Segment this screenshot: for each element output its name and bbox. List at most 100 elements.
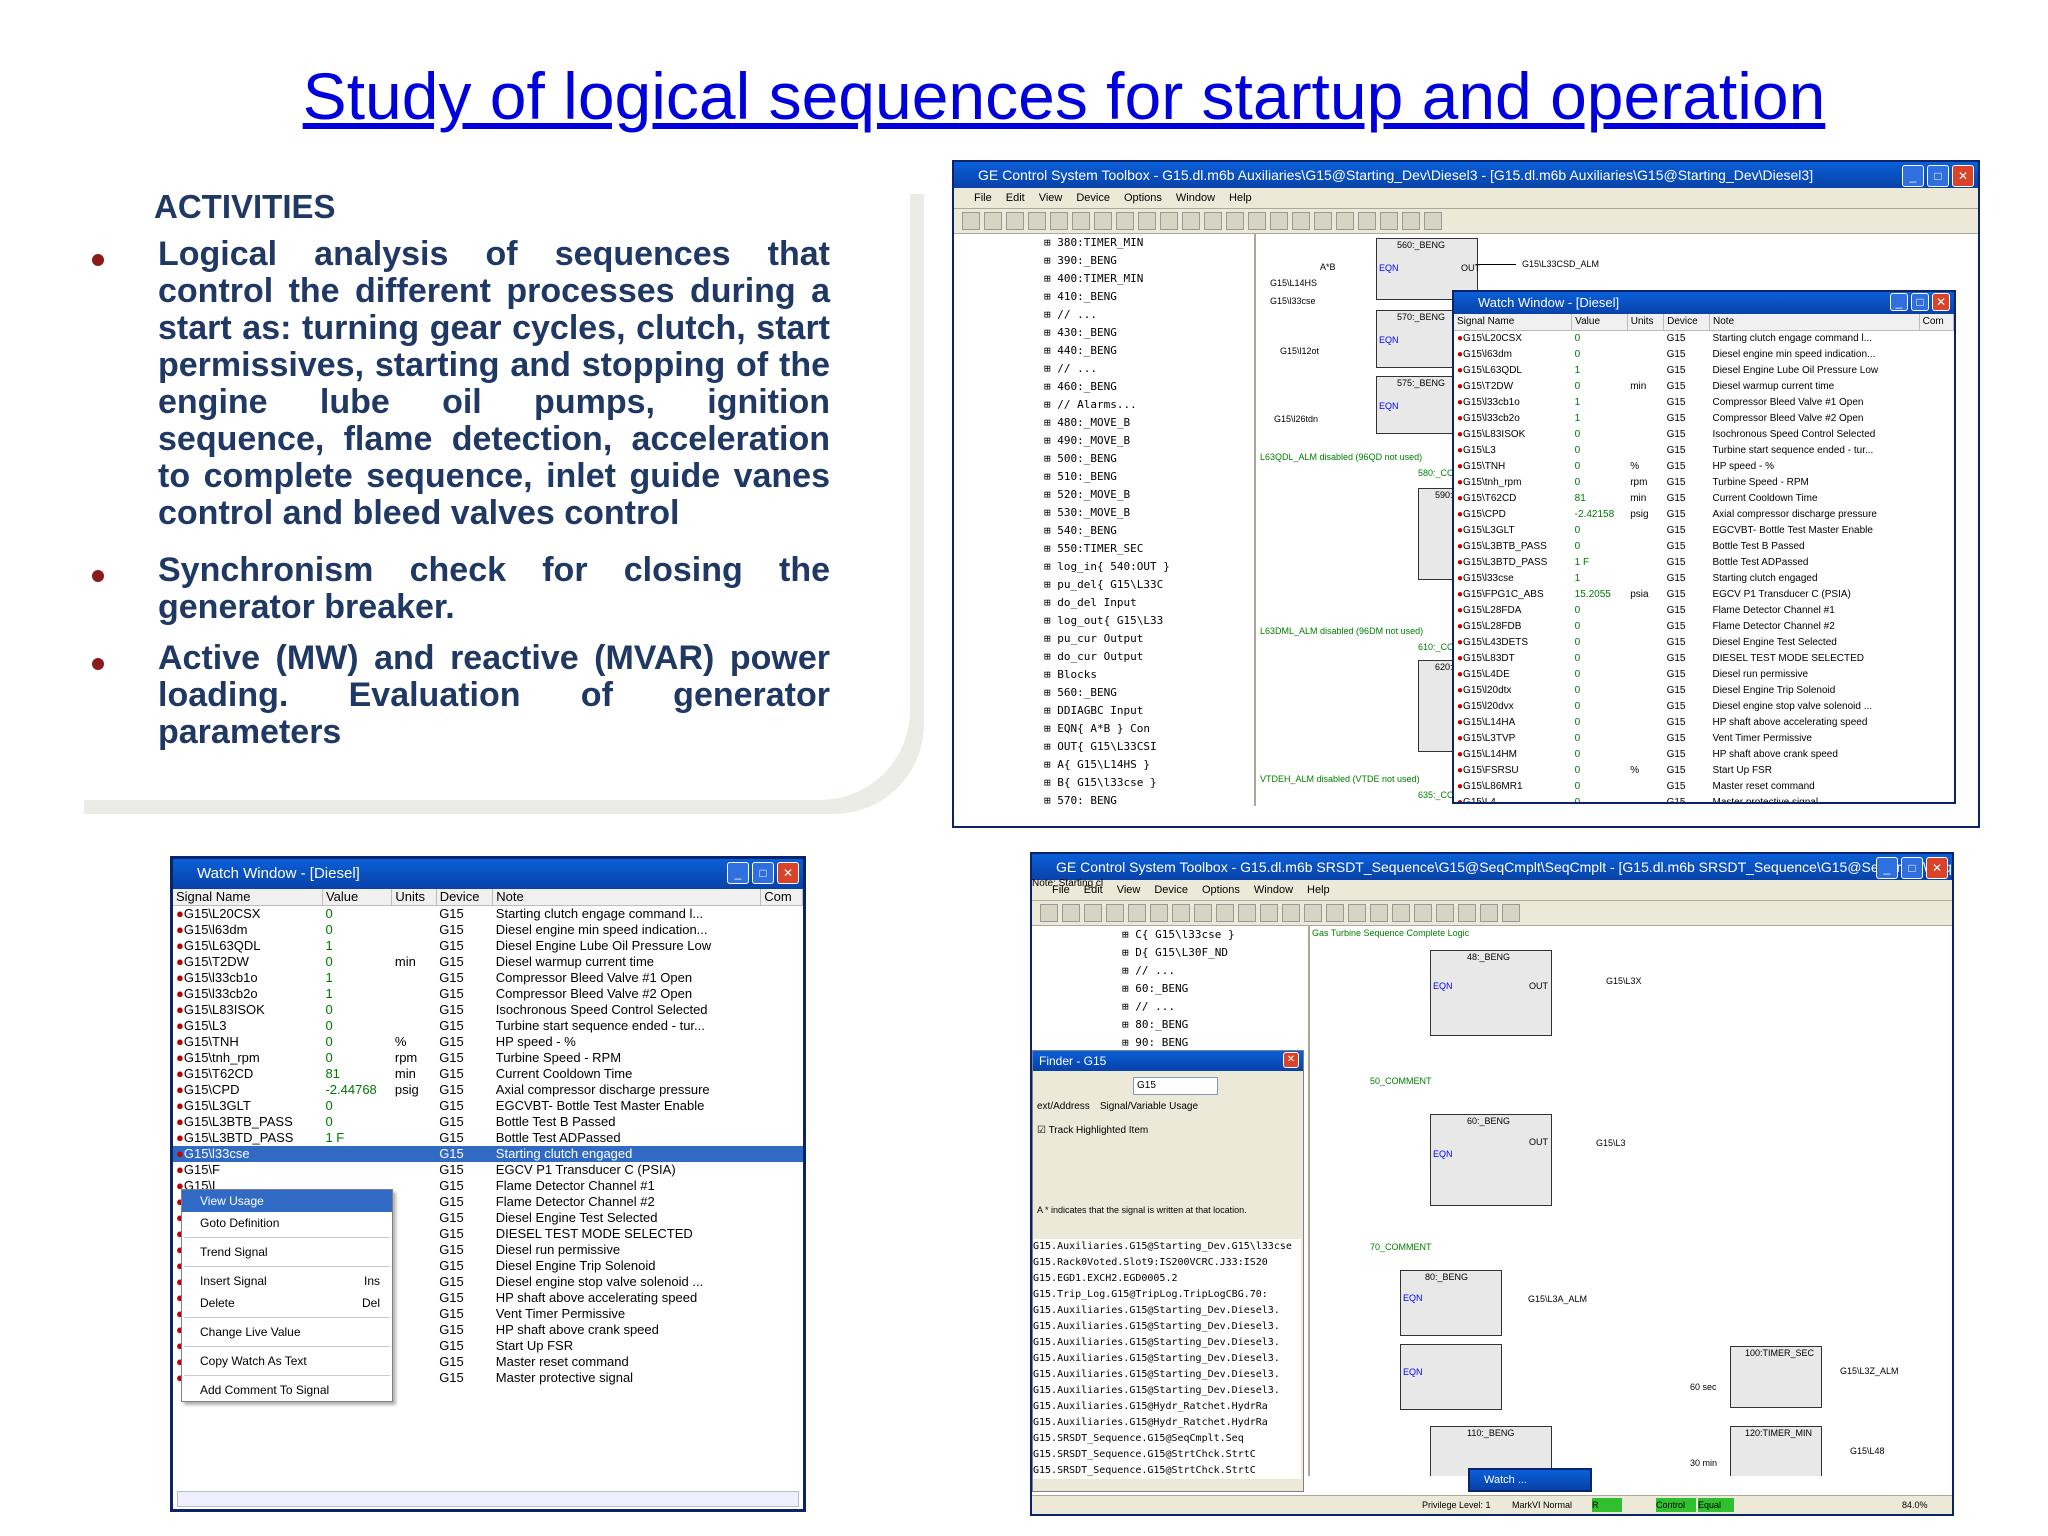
tree-item[interactable]: ⊞ 480:_MOVE_B [954,414,1254,432]
toolbar-button-icon[interactable] [962,212,980,230]
toolbar-button-icon[interactable] [1370,904,1388,922]
toolbar-button-icon[interactable] [1392,904,1410,922]
column-header[interactable]: Com [1919,314,1954,331]
toolbar-button-icon[interactable] [1260,904,1278,922]
column-header[interactable]: Device [436,889,494,906]
tree-item[interactable]: ⊞ Blocks [954,666,1254,684]
toolbar-button-icon[interactable] [1006,212,1024,230]
menu-item[interactable]: Device [1154,884,1188,896]
toolbar-button-icon[interactable] [1040,904,1058,922]
context-menu-item[interactable]: Change Live Value [182,1321,392,1343]
toolbar-button-icon[interactable] [1380,212,1398,230]
tree-item[interactable]: ⊞ 490:_MOVE_B [954,432,1254,450]
toolbar-button-icon[interactable] [1238,904,1256,922]
tree-item[interactable]: ⊞ OUT{ G15\L33CSI [954,738,1254,756]
block-120[interactable]: 120:TIMER_MIN [1730,1426,1822,1476]
toolbar-button-icon[interactable] [1424,212,1442,230]
context-menu-item[interactable]: Add Comment To Signal [182,1379,392,1401]
block-100[interactable]: 100:TIMER_SEC [1730,1346,1822,1408]
toolbar-button-icon[interactable] [1314,212,1332,230]
tree-item[interactable]: ⊞ // ... [954,306,1254,324]
minimize-icon[interactable]: _ [727,862,749,884]
context-menu-item[interactable]: Trend Signal [182,1241,392,1263]
toolbar-button-icon[interactable] [1414,904,1432,922]
tree-item[interactable]: ⊞ A{ G15\L14HS } [954,756,1254,774]
finder-result-item[interactable]: G15.Auxiliaries.G15@Starting_Dev.G15\l33… [1033,1241,1292,1252]
horizontal-scrollbar[interactable] [177,1491,799,1507]
tree-item[interactable]: ⊞ pu_del{ G15\L33C [954,576,1254,594]
block-90[interactable]: EQN [1400,1344,1502,1410]
toolbar-button-icon[interactable] [1402,212,1420,230]
tree-item[interactable]: ⊞ 460:_BENG [954,378,1254,396]
toolbar-button-icon[interactable] [1282,904,1300,922]
finder-result-item[interactable]: G15.SRSDT_Sequence.G15@SeqCmplt.Seq [1033,1433,1244,1444]
finder-result-item[interactable]: G15.Rack0Voted.Slot9:IS200VCRC.J33:IS20 [1033,1257,1268,1268]
column-header[interactable]: Signal Name [1454,314,1573,331]
toolbar-button-icon[interactable] [1358,212,1376,230]
toolbar-button-icon[interactable] [1292,212,1310,230]
toolbox-title-bar[interactable]: GE Control System Toolbox - G15.dl.m6b A… [954,162,1978,188]
tree-item[interactable]: ⊞ 510:_BENG [954,468,1254,486]
toolbox-title-bar[interactable]: GE Control System Toolbox - G15.dl.m6b S… [1032,854,1952,880]
finder-result-item[interactable]: G15.Auxiliaries.G15@Starting_Dev.Diesel3… [1033,1369,1280,1380]
column-header[interactable]: Value [1571,314,1628,331]
watch-title-bar[interactable]: Watch Window - [Diesel] _ □ ✕ [173,859,803,889]
finder-result-item[interactable]: G15.Auxiliaries.G15@Starting_Dev.Diesel3… [1033,1305,1280,1316]
close-icon[interactable]: ✕ [777,862,799,884]
toolbar-button-icon[interactable] [1194,904,1212,922]
toolbar-button-icon[interactable] [1128,904,1146,922]
toolbar-button-icon[interactable] [984,212,1002,230]
toolbar-button-icon[interactable] [1204,212,1222,230]
menu-item[interactable]: File [974,192,992,204]
close-icon[interactable]: ✕ [1932,293,1950,311]
block-tree[interactable]: ⊞ C{ G15\l33cse }⊞ D{ G15\L30F_ND⊞ // ..… [1032,926,1302,1046]
maximize-icon[interactable]: □ [1911,293,1929,311]
tree-item[interactable]: ⊞ pu_cur Output [954,630,1254,648]
column-header[interactable]: Units [391,889,437,906]
tree-item[interactable]: ⊞ // Alarms... [954,396,1254,414]
toolbar-button-icon[interactable] [1138,212,1156,230]
toolbar-button-icon[interactable] [1072,212,1090,230]
finder-result-item[interactable]: G15.Auxiliaries.G15@Starting_Dev.Diesel3… [1033,1337,1280,1348]
close-icon[interactable]: ✕ [1283,1052,1299,1068]
tree-item[interactable]: ⊞ 430:_BENG [954,324,1254,342]
tree-item[interactable]: ⊞ 520:_MOVE_B [954,486,1254,504]
finder-result-item[interactable]: G15.SRSDT_Sequence.G15@StrtChck.StrtC [1033,1449,1256,1460]
maximize-icon[interactable]: □ [1901,857,1923,879]
finder-result-item[interactable]: G15.Auxiliaries.G15@Starting_Dev.Diesel3… [1033,1385,1280,1396]
toolbar-button-icon[interactable] [1458,904,1476,922]
maximize-icon[interactable]: □ [752,862,774,884]
logic-diagram[interactable]: Gas Turbine Sequence Complete Logic 48:_… [1308,926,1936,1476]
close-icon[interactable]: ✕ [1926,857,1948,879]
tree-item[interactable]: ⊞ log_out{ G15\L33 [954,612,1254,630]
column-header[interactable]: Signal Name [173,889,323,906]
toolbar-button-icon[interactable] [1182,212,1200,230]
column-header[interactable]: Device [1663,314,1710,331]
